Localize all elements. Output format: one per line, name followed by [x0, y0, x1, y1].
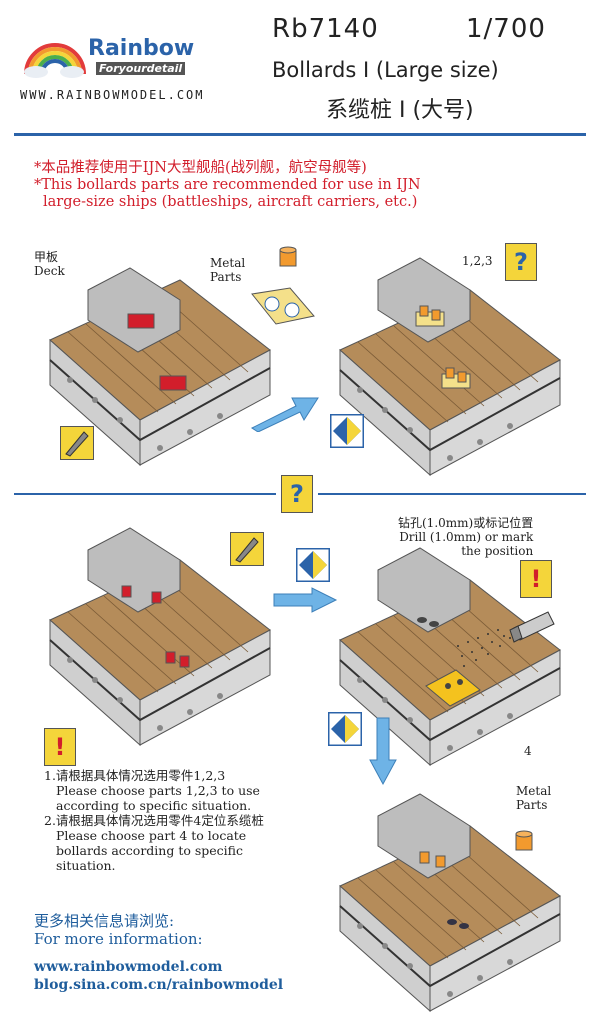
metal-label-1: Metal: [210, 256, 246, 270]
part-4-label: 4: [524, 744, 532, 758]
deck-illustration-option-a: [49, 527, 271, 747]
rainbow-logo-icon: [24, 43, 86, 78]
deck-illustration-before: [49, 267, 271, 467]
deck-illustration-final: [339, 793, 561, 1013]
warning-icon-2: !: [520, 560, 552, 598]
step-2-en-1: Please choose part 4 to locate: [56, 828, 247, 843]
question-icon-divider: ?: [281, 475, 313, 513]
metal-bollard-part-icon-2: [515, 830, 533, 851]
parts-number-label: 1,2,3: [462, 254, 493, 268]
product-code: Rb7140: [272, 14, 379, 44]
deck-label: 甲板 Deck: [34, 250, 65, 278]
diamond-step-icon-2: [296, 548, 330, 582]
website-url: WWW.RAINBOWMODEL.COM: [20, 88, 205, 102]
more-info-cn: 更多相关信息请浏览:: [34, 912, 175, 930]
arrow-down-icon: [369, 717, 397, 786]
usage-notes: *本品推荐使用于IJN大型舰船(战列舰，航空母舰等) *This bollard…: [34, 160, 421, 211]
step-2-cn: 2.请根据具体情况选用零件4定位系缆桩: [44, 813, 264, 828]
etched-part-plate-icon: [251, 287, 315, 325]
drill-label-en-1: Drill (1.0mm) or mark: [399, 530, 534, 544]
metal-b-label-1: Metal: [516, 784, 552, 798]
more-info-en: For more information:: [34, 930, 203, 948]
deck-label-cn: 甲板: [34, 250, 59, 264]
deck-illustration-after: [339, 257, 561, 477]
knife-icon: [60, 426, 94, 460]
spray-airbrush-icon: [457, 611, 555, 667]
step-2-en-3: situation.: [56, 858, 116, 873]
section-divider-right: [318, 493, 586, 495]
metal-bollard-part-icon: [279, 246, 297, 267]
step-1-cn: 1.请根据具体情况选用零件1,2,3: [44, 768, 226, 783]
drill-label-cn: 钻孔(1.0mm)或标记位置: [398, 516, 534, 530]
metal-b-label-2: Parts: [516, 798, 548, 812]
metal-label-2: Parts: [210, 270, 242, 284]
product-scale: 1/700: [466, 14, 546, 44]
footer-links: www.rainbowmodel.com blog.sina.com.cn/ra…: [34, 958, 283, 994]
header-divider: [14, 133, 586, 136]
arrow-right-icon: [273, 587, 338, 613]
deck-label-en: Deck: [34, 264, 65, 278]
arrow-right-up-icon: [251, 397, 319, 432]
more-info: 更多相关信息请浏览: For more information:: [34, 912, 203, 948]
brand-slogan: Foryourdetail: [96, 62, 186, 75]
question-icon: ?: [505, 243, 537, 281]
product-title: Bollards I (Large size): [272, 58, 499, 82]
section-divider-left: [14, 493, 276, 495]
brand-name: Rainbow: [88, 36, 195, 61]
note-cn: *本品推荐使用于IJN大型舰船(战列舰，航空母舰等): [34, 160, 367, 176]
diamond-step-icon-3: [328, 712, 362, 746]
drill-label-en-2: the position: [461, 544, 534, 558]
website-link[interactable]: www.rainbowmodel.com: [34, 959, 223, 975]
note-en-2: large-size ships (battleships, aircraft …: [43, 194, 418, 210]
knife-icon-2: [230, 532, 264, 566]
warning-icon: !: [44, 728, 76, 766]
deck-illustration-drill: [339, 547, 561, 767]
note-en-1: *This bollards parts are recommended for…: [34, 177, 421, 193]
blog-link[interactable]: blog.sina.com.cn/rainbowmodel: [34, 977, 284, 993]
step-1-en-1: Please choose parts 1,2,3 to use: [56, 783, 260, 798]
metal-parts-label: Metal Parts: [210, 256, 245, 284]
metal-parts-label-2: Metal Parts: [516, 784, 551, 812]
step-1-en-2: according to specific situation.: [56, 798, 252, 813]
instruction-steps: 1.请根据具体情况选用零件1,2,3 Please choose parts 1…: [44, 768, 264, 873]
product-title-cn: 系缆桩 I (大号): [326, 98, 474, 123]
diamond-step-icon: [330, 414, 364, 448]
step-2-en-2: bollards according to specific: [56, 843, 243, 858]
drill-label: 钻孔(1.0mm)或标记位置 Drill (1.0mm) or mark the…: [398, 516, 533, 558]
